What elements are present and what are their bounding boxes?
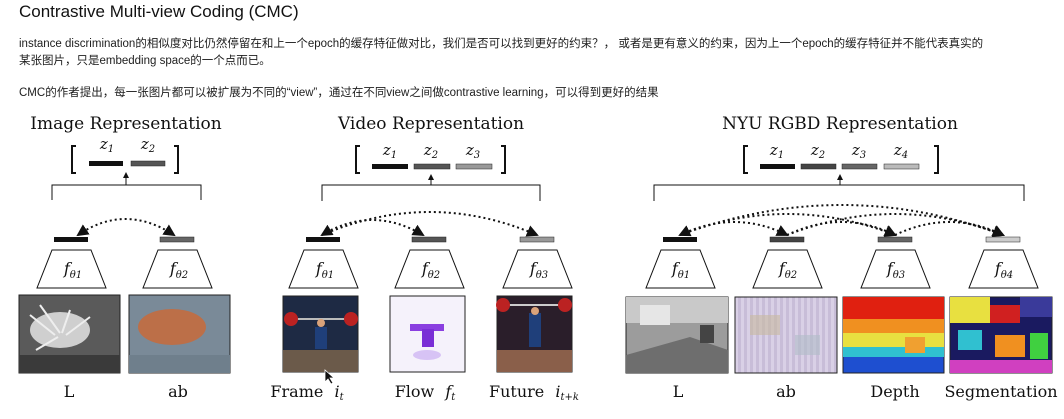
bracket-right <box>934 145 939 174</box>
page-title: Contrastive Multi-view Coding (CMC) <box>19 2 299 21</box>
z-label: z1 <box>382 141 397 161</box>
encoder-trapezoid <box>502 249 573 289</box>
encoder-trapezoid <box>968 249 1039 289</box>
image-rgbd-segmentation <box>949 296 1053 374</box>
panel-heading: Video Representation <box>337 114 524 134</box>
z-label: z2 <box>423 141 438 161</box>
contrastive-arc <box>679 213 897 237</box>
z-label: z4 <box>893 141 908 161</box>
encoder-output-bar <box>519 236 555 243</box>
view-caption: Depth <box>870 382 919 401</box>
encoder-label: fθ4 <box>994 259 1013 281</box>
view-caption: ab <box>168 382 188 401</box>
z-feature-bar <box>130 160 166 167</box>
image-rgbd-depth <box>842 296 945 374</box>
encoder-output-bar <box>54 237 88 242</box>
view-caption: Frame it <box>270 382 344 403</box>
z-feature-bar <box>841 163 878 170</box>
z-feature-bar <box>89 161 123 166</box>
view-caption: L <box>673 382 684 401</box>
z-feature-bar <box>455 163 493 170</box>
view-caption: Flow ft <box>395 382 457 403</box>
bracket-left <box>743 145 748 174</box>
connector-line <box>321 184 541 201</box>
z-feature-bar <box>413 163 451 170</box>
encoder-label: fθ2 <box>778 259 797 281</box>
z-feature-bar <box>883 163 920 170</box>
encoder-output-bar <box>663 237 697 242</box>
bracket-right <box>174 145 179 174</box>
panel-heading: Image Representation <box>30 114 221 134</box>
encoder-label: fθ2 <box>169 259 188 281</box>
image-l-grayscale <box>18 294 121 374</box>
encoder-label: fθ3 <box>529 259 548 281</box>
view-caption: Future it+k <box>489 382 579 403</box>
z-label: z3 <box>851 141 866 161</box>
paragraph-intro: instance discrimination的相似度对比仍然停留在和上一个ep… <box>19 36 1049 70</box>
image-future-frame <box>496 295 573 373</box>
encoder-label: fθ1 <box>671 259 690 281</box>
contrastive-arc <box>786 213 1005 237</box>
encoder-output-bar <box>159 236 195 243</box>
cmc-figure: Image Representation z1 z2 fθ1 fθ2 <box>0 105 1064 414</box>
panel-nyu-rgbd-representation: NYU RGBD Representation z1 z2 z3 z4 fθ1 … <box>625 114 1058 401</box>
view-caption: Segmentation <box>944 382 1057 401</box>
z-feature-bar <box>800 163 837 170</box>
z-label: z1 <box>769 141 784 161</box>
contrastive-arc <box>678 221 789 237</box>
panel-video-representation: Video Representation z1 z2 z3 fθ1 fθ2 fθ… <box>270 114 579 403</box>
bracket-left <box>71 145 76 174</box>
z-label: z2 <box>810 141 825 161</box>
contrastive-arc <box>321 211 539 237</box>
encoder-label: fθ3 <box>886 259 905 281</box>
contrastive-arc <box>320 219 425 237</box>
encoder-output-bar <box>985 236 1021 243</box>
encoder-trapezoid <box>394 249 465 289</box>
image-rgbd-ab <box>734 296 838 374</box>
z-label: z3 <box>465 141 480 161</box>
z-feature-bar <box>372 164 408 169</box>
contrastive-arc <box>894 221 1005 236</box>
encoder-trapezoid <box>142 249 213 289</box>
encoder-output-bar <box>411 236 447 243</box>
connector-line <box>51 184 202 200</box>
contrastive-arc <box>786 221 897 236</box>
encoder-output-bar <box>769 236 805 243</box>
encoder-trapezoid <box>36 249 107 289</box>
z-feature-bar <box>760 164 795 169</box>
encoder-trapezoid <box>752 249 823 289</box>
encoder-label: fθ1 <box>63 259 82 281</box>
image-optical-flow <box>389 295 466 373</box>
encoder-trapezoid <box>645 249 716 289</box>
panel-image-representation: Image Representation z1 z2 fθ1 fθ2 <box>18 114 231 401</box>
encoder-label: fθ2 <box>421 259 440 281</box>
contrastive-arc <box>76 218 176 237</box>
mouse-cursor-icon <box>324 369 336 385</box>
image-rgbd-l <box>625 296 729 374</box>
encoder-trapezoid <box>860 249 931 289</box>
encoder-output-bar <box>877 236 913 243</box>
view-caption: L <box>64 382 75 401</box>
z-label: z2 <box>140 135 155 155</box>
connector-line <box>653 184 1025 201</box>
image-ab-channels <box>128 294 231 374</box>
z-label: z1 <box>99 135 114 155</box>
image-video-frame <box>282 295 359 373</box>
paragraph-intro-line-2: 某张图片，只是embedding space的一个点而已。 <box>19 55 271 67</box>
encoder-output-bar <box>306 237 340 242</box>
bracket-right <box>501 145 506 174</box>
bracket-left <box>355 145 360 174</box>
view-caption: ab <box>776 382 796 401</box>
encoder-trapezoid <box>288 249 359 289</box>
paragraph-cmc: CMC的作者提出，每一张图片都可以被扩展为不同的“view”，通过在不同view… <box>19 87 659 99</box>
encoder-label: fθ1 <box>315 259 334 281</box>
panel-heading: NYU RGBD Representation <box>722 114 958 134</box>
paragraph-intro-line-1: instance discrimination的相似度对比仍然停留在和上一个ep… <box>19 38 984 50</box>
